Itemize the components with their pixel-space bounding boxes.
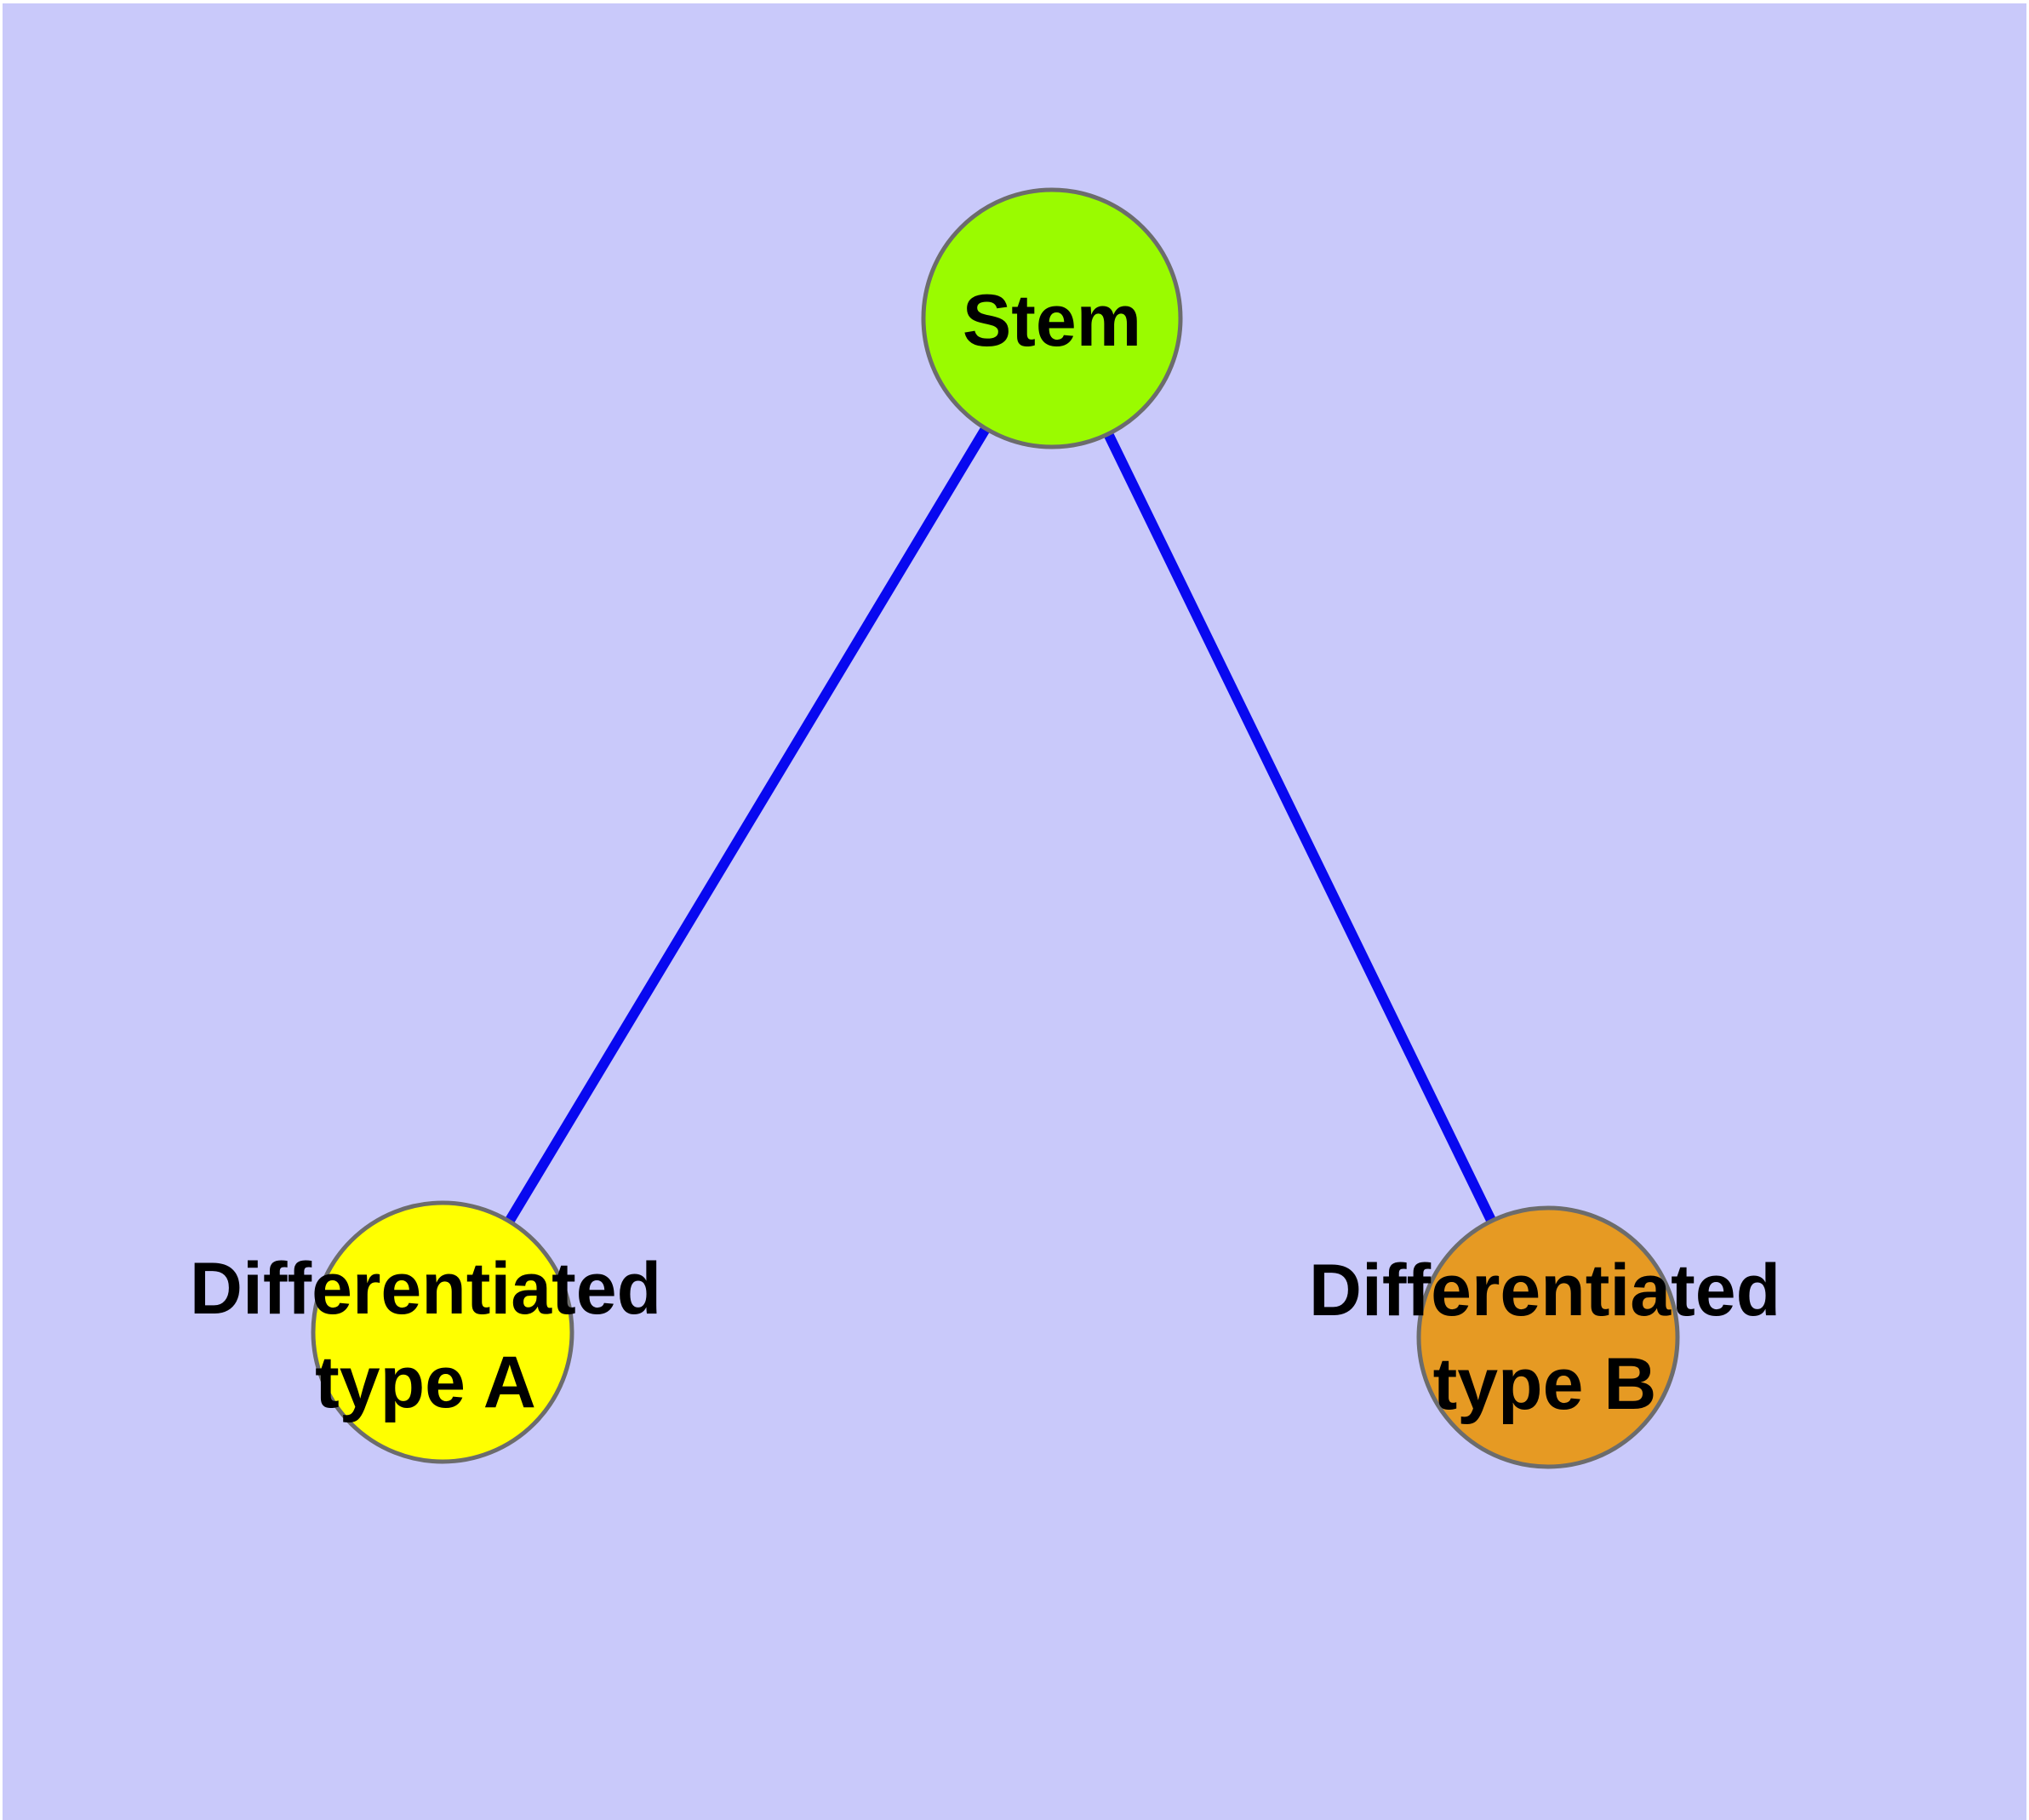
edge-stem-to-type-b (1047, 316, 1553, 1340)
node-type-b-label-line1: Differentiated (1308, 1250, 1781, 1331)
node-stem-label-line1: Stem (962, 280, 1142, 362)
node-type-a-label: Differentiated type A (43, 1242, 809, 1429)
node-differentiated-type-b (1416, 1205, 1680, 1469)
node-stem (921, 187, 1183, 449)
node-stem-label: Stem (797, 274, 1307, 368)
node-type-b-label: Differentiated type B (1162, 1244, 1928, 1431)
node-type-a-label-line1: Differentiated (189, 1248, 662, 1330)
node-type-a-label-line2: type A (315, 1342, 536, 1423)
node-type-b-label-line2: type B (1432, 1343, 1657, 1425)
node-differentiated-type-a (311, 1200, 574, 1464)
edge-stem-to-type-a (437, 315, 1057, 1336)
